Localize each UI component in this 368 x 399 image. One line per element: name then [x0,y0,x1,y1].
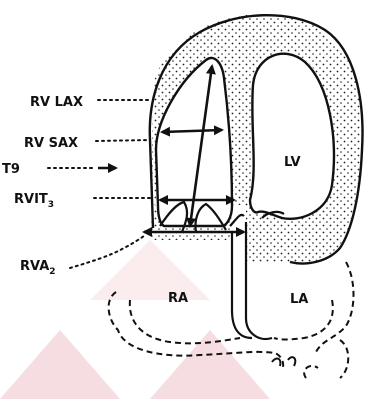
label-rva-main: RVA [20,259,49,274]
chamber-ra: RA [168,291,188,306]
label-rv-lax: RV LAX [30,95,83,110]
label-rvit-main: RVIT [14,192,48,207]
label-rvit-sub: 3 [48,200,54,210]
labels: RV LAX RV SAX T9 RVIT3 RVA2 [2,95,83,277]
label-rva: RVA2 [20,259,56,277]
chamber-lv: LV [284,155,301,170]
leader-lines [48,100,152,268]
chamber-la: LA [290,292,308,307]
label-rv-sax: RV SAX [24,136,78,151]
label-t9: T9 [2,162,20,177]
label-rva-sub: 2 [49,267,55,277]
label-rvit: RVIT3 [14,192,54,210]
